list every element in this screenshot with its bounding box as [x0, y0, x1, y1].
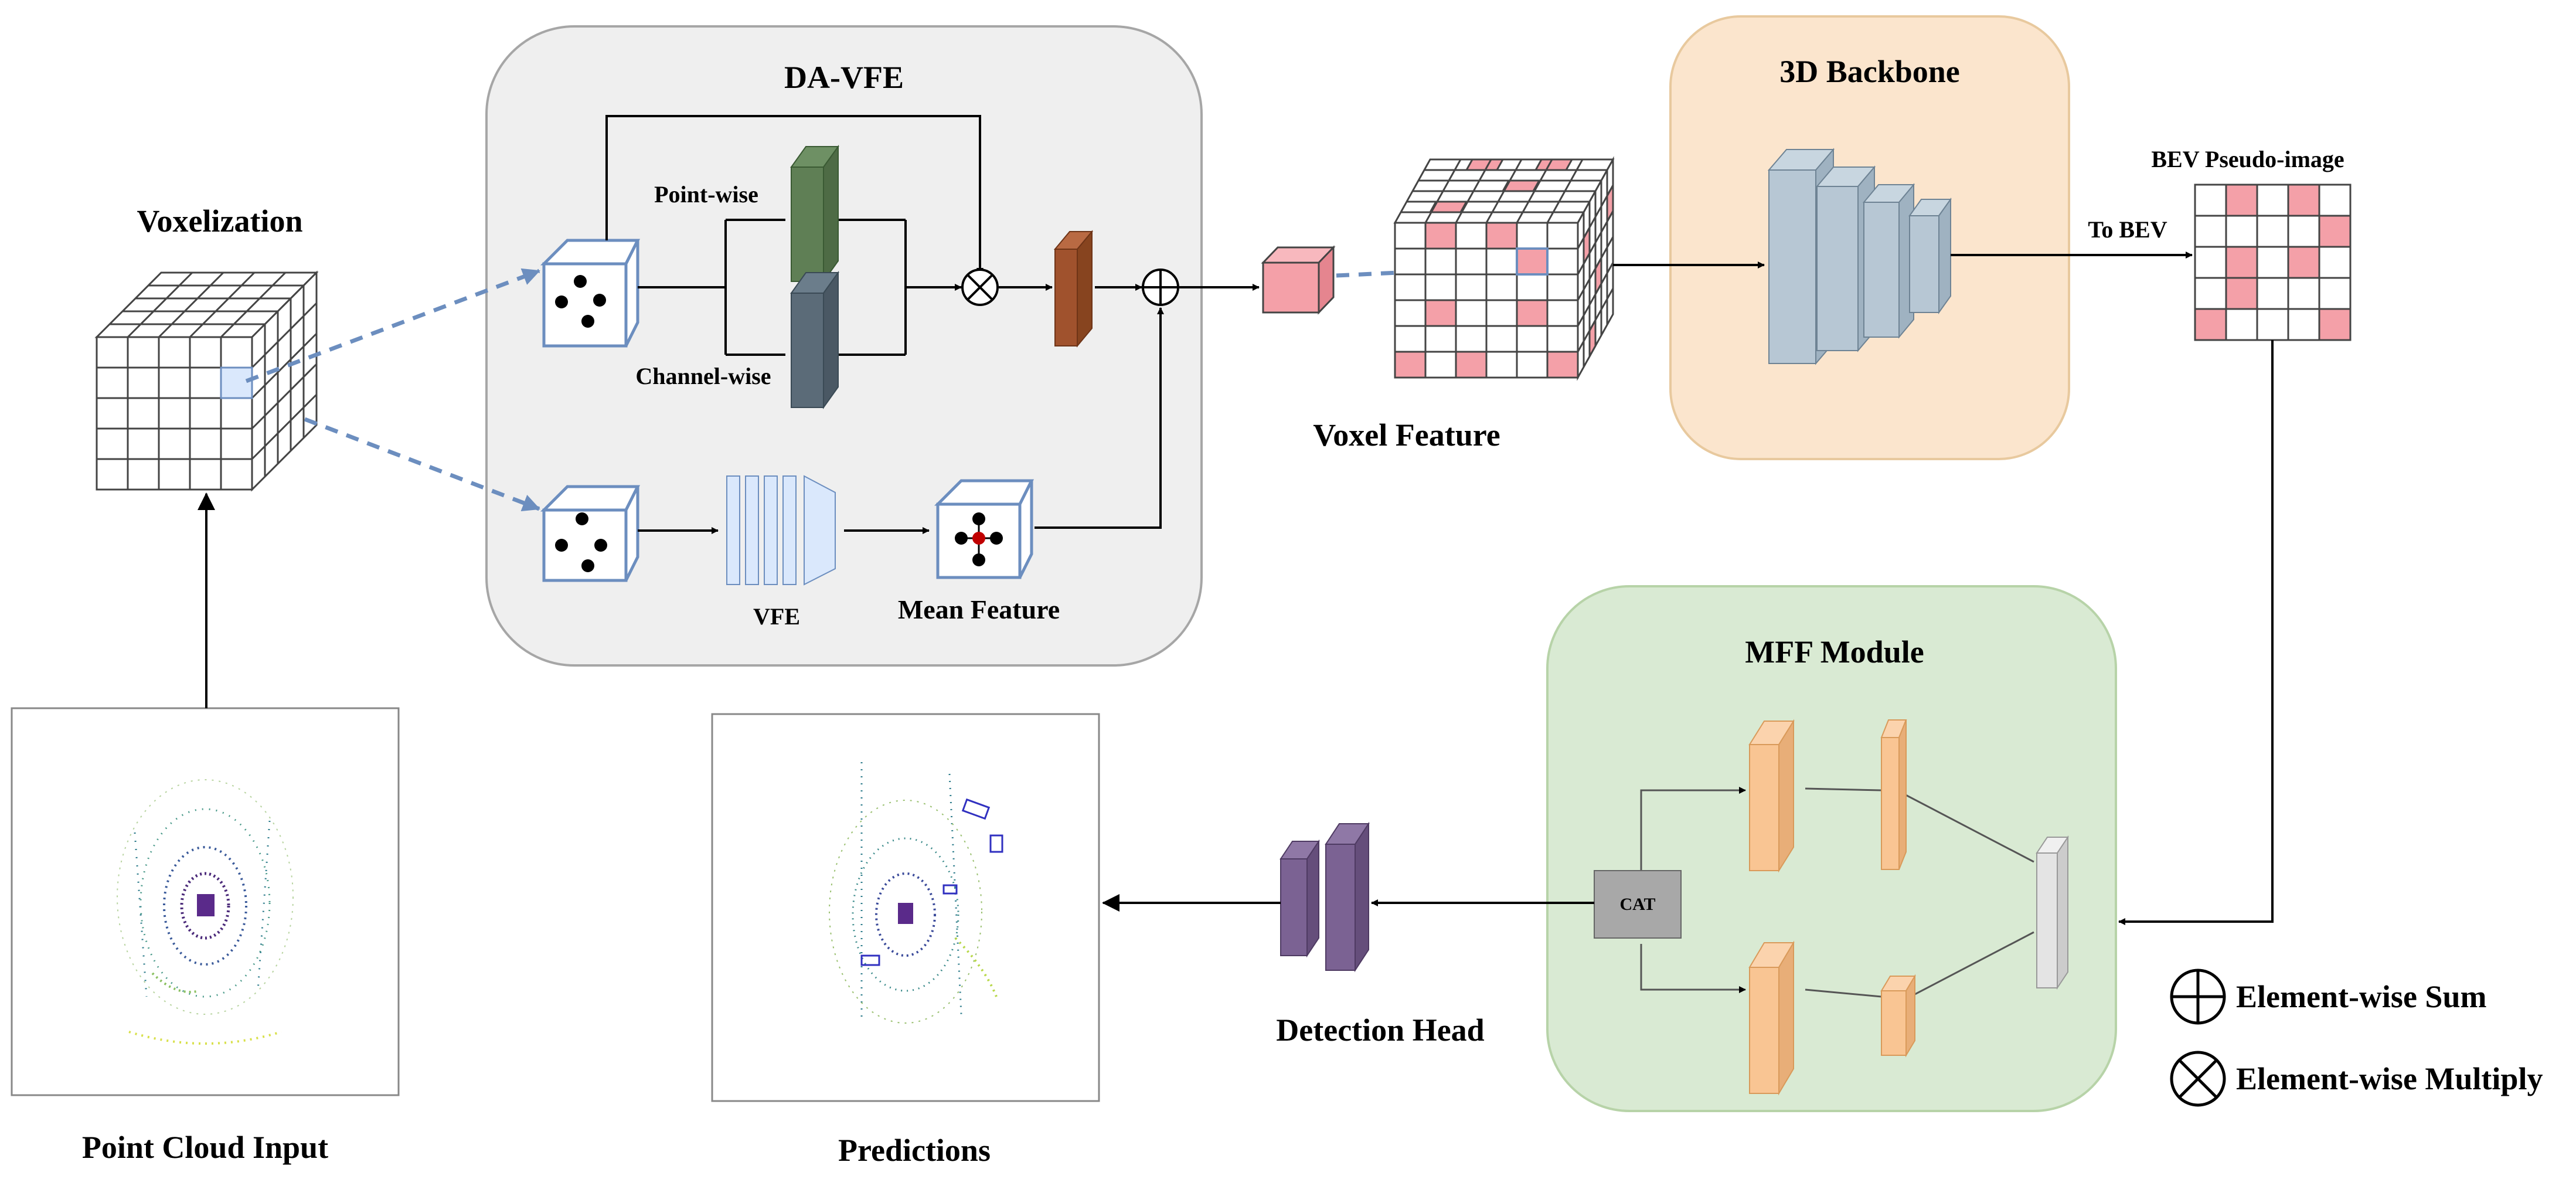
- voxelization-label: Voxelization: [137, 203, 303, 239]
- detection-head-blocks: [1280, 821, 1370, 973]
- bev-pseudo-image-label: BEV Pseudo-image: [2151, 146, 2344, 172]
- cat-label: CAT: [1619, 895, 1655, 914]
- predictions-label: Predictions: [838, 1133, 991, 1168]
- da-vfe-bottom-wiring: [638, 307, 1164, 534]
- bev-to-mff-arrow: [2118, 340, 2274, 925]
- point-wise-block: [790, 144, 839, 284]
- voxel-feature-grid: [1393, 156, 1615, 381]
- mean-feature-label: Mean Feature: [898, 594, 1060, 624]
- channel-wise-block: [790, 270, 839, 410]
- bev-pseudo-image-grid: [2194, 184, 2352, 341]
- mean-feature-cube: [934, 479, 1035, 579]
- point-wise-label: Point-wise: [654, 181, 758, 208]
- legend-sum-icon: [2170, 969, 2226, 1025]
- voxel-points-top: [555, 275, 606, 328]
- mff-output-block: [2036, 835, 2069, 990]
- multiply-operator-icon: [961, 269, 999, 306]
- mff-panel: [1546, 585, 2117, 1112]
- vfe-label: VFE: [753, 603, 800, 630]
- backbone-title: 3D Backbone: [1779, 54, 1960, 89]
- channel-wise-label: Channel-wise: [635, 363, 771, 389]
- predictions-scatter: [829, 762, 1003, 1024]
- mff-title: MFF Module: [1745, 634, 1924, 670]
- voxel-points-bottom: [555, 512, 607, 572]
- dashed-arrow-top: [245, 268, 540, 383]
- to-bev-label: To BEV: [2088, 216, 2167, 243]
- voxelization-grid: [94, 270, 319, 492]
- mff-upper-blocks: [1748, 719, 1907, 873]
- detection-head-label: Detection Head: [1276, 1012, 1484, 1048]
- legend-multiply-label: Element-wise Multiply: [2236, 1061, 2543, 1096]
- selected-voxel: [220, 366, 253, 399]
- cat-block: [1594, 870, 1682, 939]
- mff-wiring: [1640, 787, 2034, 1004]
- legend-multiply-icon: [2170, 1051, 2226, 1107]
- voxel-feature-label: Voxel Feature: [1313, 417, 1500, 453]
- da-vfe-top-wiring: [605, 115, 1260, 356]
- da-vfe-title: DA-VFE: [784, 60, 904, 95]
- vfe-block: [726, 475, 836, 586]
- point-cloud-scatter: [117, 779, 294, 1045]
- voxel-cube-top: [540, 239, 641, 348]
- legend-sum-label: Element-wise Sum: [2236, 979, 2486, 1014]
- point-cloud-input-label: Point Cloud Input: [82, 1130, 328, 1165]
- mff-lower-blocks: [1748, 940, 1916, 1096]
- sum-operator-icon: [1142, 269, 1179, 306]
- fused-feature-block: [1053, 230, 1094, 348]
- backbone-blocks: [1767, 148, 1952, 365]
- mean-feature-points: [955, 512, 1003, 566]
- selected-voxel-feature: [1516, 247, 1549, 276]
- dashed-arrow-bottom: [304, 417, 540, 512]
- single-voxel-feature: [1261, 245, 1336, 315]
